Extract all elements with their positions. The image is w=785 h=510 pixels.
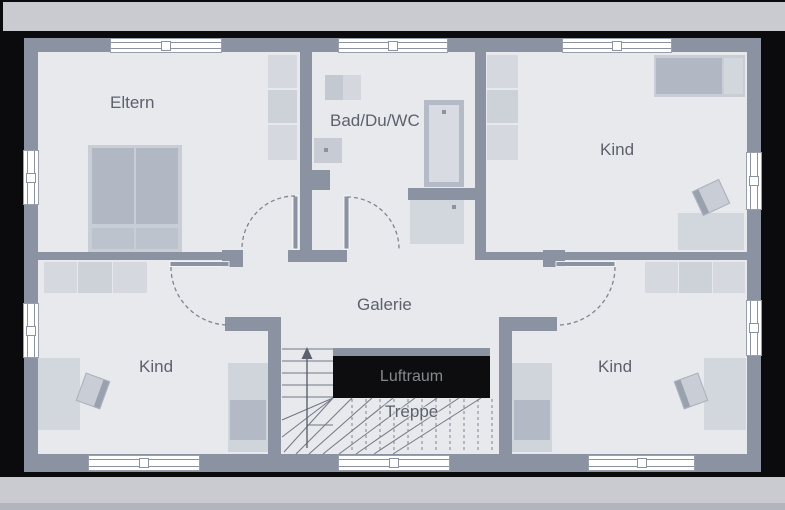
wardrobe-eltern-1 xyxy=(268,55,297,88)
bed-eltern-mattress-right xyxy=(136,148,178,224)
roof-deck-band-top xyxy=(3,2,785,31)
wall-corridor-mid xyxy=(475,252,543,260)
door-jamb-right xyxy=(543,250,565,267)
luftraum-edge-beam xyxy=(333,348,490,356)
wardrobe-kind-top-2 xyxy=(487,90,518,123)
closet-kind-bl-2 xyxy=(78,262,112,293)
window-right-1 xyxy=(746,152,762,210)
window-top-2 xyxy=(338,38,448,53)
closet-kind-bl-3 xyxy=(113,262,147,293)
luftraum-label: Luftraum xyxy=(379,368,444,385)
wall-stair-left xyxy=(268,317,281,454)
bed-kind-top-pillow xyxy=(724,58,743,94)
wardrobe-eltern-3 xyxy=(268,125,297,160)
outer-wall-left xyxy=(24,38,38,472)
window-bottom-2 xyxy=(338,455,450,471)
desk-kind-top xyxy=(678,213,744,250)
desk-kind-br xyxy=(704,358,746,430)
sideboard-detail-dot xyxy=(452,205,456,209)
room-label-galerie: Galerie xyxy=(357,295,412,314)
wall-foot-eltern-door xyxy=(288,250,347,262)
closet-kind-br-2 xyxy=(679,262,712,293)
deck-band-edge xyxy=(0,503,785,510)
closet-kind-br-3 xyxy=(713,262,745,293)
wall-pier-bad xyxy=(312,170,330,190)
window-bottom-3 xyxy=(588,455,695,471)
wall-corridor-left xyxy=(38,252,222,260)
stairs-label-treppe: Treppe xyxy=(385,402,439,421)
washbasin-right xyxy=(343,75,361,100)
bed-eltern-mattress-left xyxy=(92,148,134,224)
bed-kind-br-mattress xyxy=(514,400,550,440)
closet-kind-bl-1 xyxy=(44,262,77,293)
room-label-kind-bottom-left: Kind xyxy=(139,357,174,376)
luftraum-void: Luftraum xyxy=(333,356,490,398)
washbasin-left xyxy=(325,75,343,100)
wall-stair-left-corner xyxy=(225,317,281,331)
wardrobe-eltern-2 xyxy=(268,90,297,123)
room-label-eltern: Eltern xyxy=(110,93,155,112)
window-bottom-1 xyxy=(88,455,200,471)
door-jamb-left xyxy=(222,250,243,267)
bed-kind-top-mattress xyxy=(656,58,722,94)
window-top-3 xyxy=(562,38,672,53)
room-label-kind-top-right: Kind xyxy=(600,140,635,159)
wall-bad-kind xyxy=(475,52,486,260)
bed-eltern-foot-right xyxy=(136,228,178,249)
bathtub-inner xyxy=(429,105,459,182)
bed-eltern-foot-left xyxy=(92,228,134,249)
desk-kind-bl xyxy=(38,358,80,430)
wardrobe-kind-top-3 xyxy=(487,125,518,160)
wall-bad-south xyxy=(408,188,486,200)
window-left-2 xyxy=(23,303,39,358)
wc-detail-dot xyxy=(324,148,328,152)
wall-eltern-bad xyxy=(300,52,312,262)
bed-kind-bl-mattress xyxy=(230,400,266,440)
wall-stair-right xyxy=(499,317,512,454)
window-left-1 xyxy=(23,150,39,205)
outer-wall-right xyxy=(747,38,761,472)
wardrobe-kind-top-1 xyxy=(487,55,518,88)
window-right-2 xyxy=(746,300,762,356)
room-label-bad: Bad/Du/WC xyxy=(330,111,420,130)
bathtub-drain-dot xyxy=(442,110,446,114)
closet-kind-br-1 xyxy=(645,262,678,293)
wc-toilet xyxy=(314,138,342,163)
wall-corridor-right xyxy=(565,252,747,260)
wall-stair-right-corner xyxy=(499,317,557,331)
window-top-1 xyxy=(110,38,222,53)
room-label-kind-bottom-right: Kind xyxy=(598,357,633,376)
